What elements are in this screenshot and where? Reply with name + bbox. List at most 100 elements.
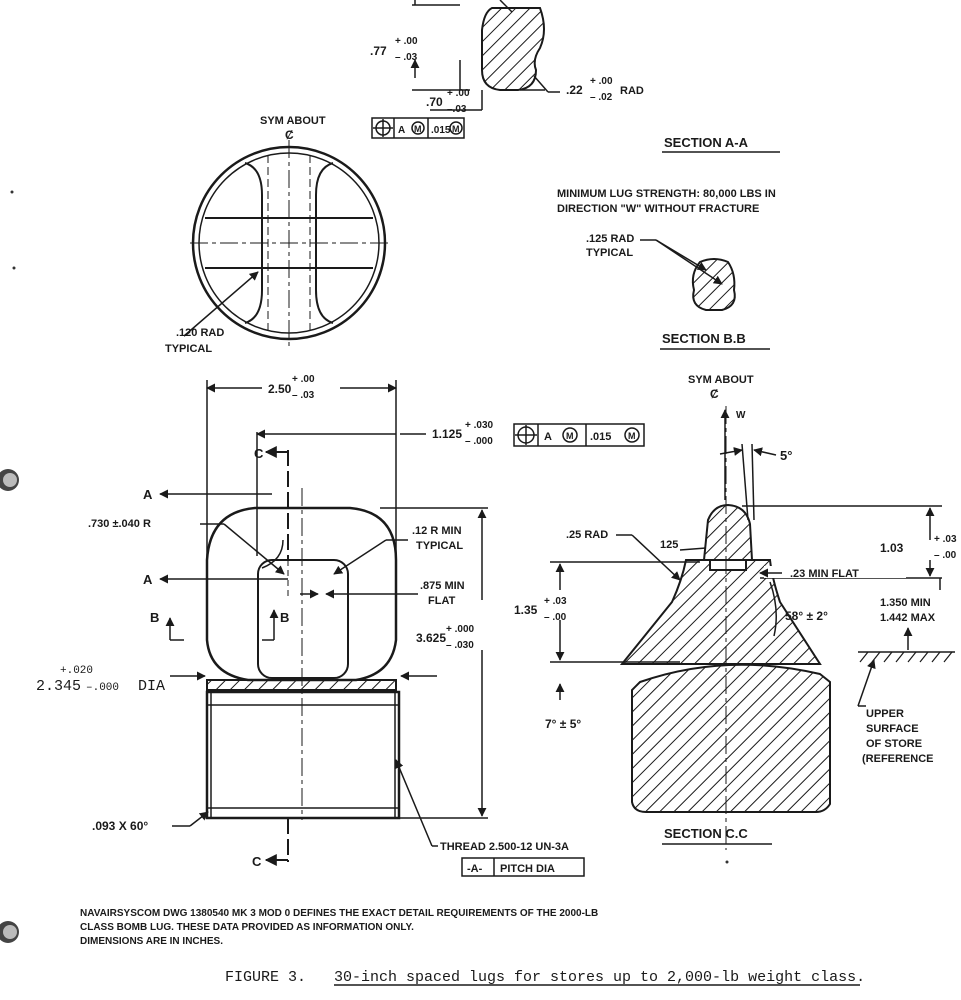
binder-hole-bottom (0, 921, 19, 943)
cc-min-label: 1.350 MIN (880, 597, 931, 609)
section-cc: SYM ABOUT Ȼ W 5° .25 RAD 125 1.03 + .03 … (514, 374, 957, 864)
front-label-b-right: B (280, 610, 289, 625)
front-offset-plus: + .030 (465, 420, 494, 431)
front-min-r-typical: TYPICAL (416, 540, 463, 552)
thread-relief-band (206, 679, 397, 691)
front-chamfer-label: .093 X 60° (92, 819, 148, 833)
front-height-minus: – .030 (446, 640, 474, 651)
aa-height-tol-minus: – .03 (395, 52, 418, 63)
section-bb-title: SECTION B.B (662, 331, 746, 346)
datum-pitch-frame (461, 857, 585, 877)
front-thread-label: THREAD 2.500-12 UN-3A (440, 841, 569, 853)
store-reference-surface (858, 651, 955, 663)
front-width-minus: – .03 (292, 390, 315, 401)
cc-upper-1: UPPER (866, 708, 904, 720)
cc-flat-label: .23 MIN FLAT (790, 568, 859, 580)
front-width-plus: + .00 (292, 374, 315, 385)
front-label-c-bottom: C (252, 854, 262, 869)
cc-angle-top: 5° (780, 448, 792, 463)
section-cc-title: SECTION C.C (664, 826, 748, 841)
front-label-b-left: B (150, 610, 159, 625)
note-line2: CLASS BOMB LUG. THESE DATA PROVIDED AS I… (80, 922, 414, 933)
front-offset-minus: – .000 (465, 436, 493, 447)
aa-feature-control-frame: A M .015 M (371, 117, 465, 139)
svg-text:M: M (414, 124, 422, 134)
cc-store-section (631, 663, 831, 813)
top-sym-about: SYM ABOUT (260, 115, 326, 127)
aa-radius-tol-plus: + .00 (590, 76, 613, 87)
aa-radius-value: .22 (566, 83, 583, 97)
cc-rad-label: .25 RAD (566, 529, 608, 541)
aa-width-value: .70 (426, 95, 443, 109)
aa-radius-unit: RAD (620, 85, 644, 97)
cc-dim-103: 1.03 (880, 541, 904, 555)
top-view: SYM ABOUT Ȼ .120 RAD TYPICAL (165, 115, 392, 355)
cc-dim-103-minus: – .00 (934, 550, 957, 561)
mmc-symbol-icon (449, 121, 463, 135)
cc-upper-2: SURFACE (866, 723, 919, 735)
front-offset-value: 1.125 (432, 427, 462, 441)
front-view: 2.50 + .00 – .03 1.125 + .030 – .000 A M… (36, 374, 645, 877)
note-line3: DIMENSIONS ARE IN INCHES. (80, 936, 223, 947)
cc-angle-58: 58° ± 2° (785, 609, 828, 623)
front-pitch-box: PITCH DIA (500, 863, 555, 875)
front-flat-label: .875 MIN (420, 580, 465, 592)
lug-inner-slot (257, 559, 349, 679)
front-dia-plus: +.020 (60, 665, 93, 677)
figure-caption-prefix: FIGURE 3. (225, 969, 306, 986)
cc-angle-7: 7° ± 5° (545, 717, 581, 731)
mmc-symbol-icon (562, 427, 578, 443)
front-fcf-datum: A (544, 431, 552, 443)
cc-lug-tip (702, 503, 754, 561)
cc-max-label: 1.442 MAX (880, 612, 936, 624)
front-label-a-top: A (143, 487, 153, 502)
cc-centerline-symbol: Ȼ (710, 387, 719, 401)
bb-rad-typical: TYPICAL (586, 247, 633, 259)
front-fcf-tol: .015 (590, 431, 611, 443)
front-feature-control-frame: A M .015 M (513, 423, 645, 447)
speck (12, 266, 16, 270)
aa-radius-tol-minus: – .02 (590, 92, 613, 103)
aa-width-tol-minus: –.03 (447, 104, 467, 115)
cc-w-label: W (736, 410, 746, 421)
section-aa-title: SECTION A-A (664, 135, 749, 150)
bb-rad-label: .125 RAD (586, 233, 634, 245)
svg-text:M: M (566, 431, 574, 441)
note-line1: NAVAIRSYSCOM DWG 1380540 MK 3 MOD 0 DEFI… (80, 908, 598, 919)
front-label-a-bottom: A (143, 572, 153, 587)
aa-fcf-tol: .015 (431, 125, 451, 136)
front-dia-value: 2.345 (36, 678, 81, 695)
section-aa-profile (481, 7, 545, 91)
strength-note-line1: MINIMUM LUG STRENGTH: 80,000 LBS IN (557, 188, 776, 200)
front-min-r-label: .12 R MIN (412, 525, 462, 537)
front-width-value: 2.50 (268, 382, 292, 396)
cc-sym-about: SYM ABOUT (688, 374, 754, 386)
cc-upper-4: (REFERENCE (862, 753, 934, 765)
binder-hole-top (0, 469, 19, 491)
front-flat-word: FLAT (428, 595, 456, 607)
top-centerline-symbol: Ȼ (285, 128, 294, 142)
cc-dim-125: 125 (660, 539, 678, 551)
front-dia-minus: –.000 (86, 682, 119, 694)
mmc-symbol-icon (411, 121, 425, 135)
aa-height-tol-plus: + .00 (395, 36, 418, 47)
aa-height-value: .77 (370, 44, 387, 58)
front-height-value: 3.625 (416, 631, 446, 645)
cc-dim-103-plus: + .03 (934, 534, 957, 545)
svg-text:M: M (628, 431, 636, 441)
speck (10, 190, 14, 194)
front-label-c-top: C (254, 446, 264, 461)
cc-upper-3: OF STORE (866, 738, 922, 750)
figure-caption-text: 30-inch spaced lugs for stores up to 2,0… (334, 969, 865, 986)
svg-text:M: M (452, 124, 460, 134)
top-rad-typical: TYPICAL (165, 343, 212, 355)
cc-lug-flank (619, 559, 822, 665)
aa-width-tol-plus: + .00 (447, 88, 470, 99)
cc-dim-135-minus: – .00 (544, 612, 567, 623)
front-height-plus: + .000 (446, 624, 475, 635)
mmc-symbol-icon (624, 427, 640, 443)
threaded-shank (205, 690, 401, 820)
cc-dim-135-plus: + .03 (544, 596, 567, 607)
top-rad-label: .120 RAD (176, 327, 224, 339)
